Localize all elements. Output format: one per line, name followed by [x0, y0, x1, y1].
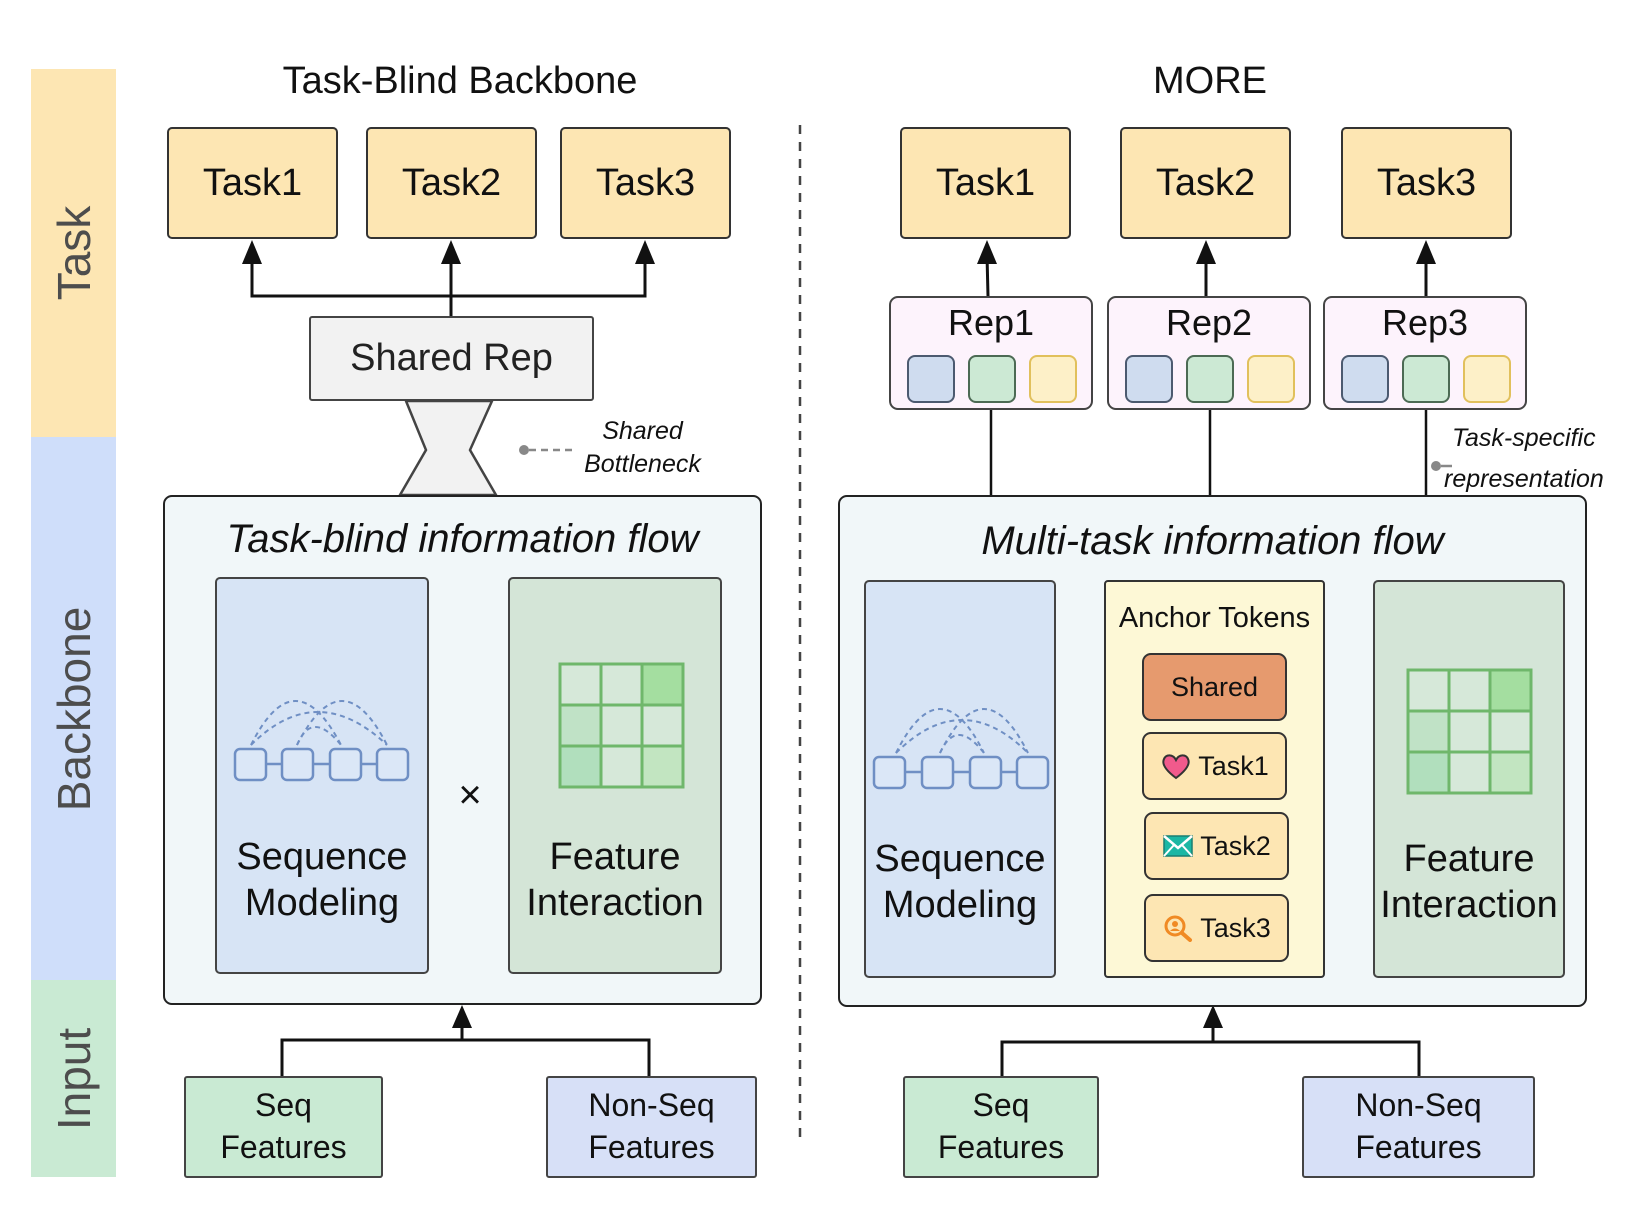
rep2-shared-slot — [1125, 355, 1173, 403]
rep1-box: Rep1 — [889, 296, 1093, 410]
token-task2-label: Task2 — [1200, 830, 1271, 861]
right-nonseq-features-line1: Non-Seq — [1355, 1087, 1482, 1124]
left-task-arrowheads — [242, 240, 655, 264]
rep-note-dot — [1431, 461, 1441, 471]
rep1-shared-slot — [907, 355, 955, 403]
right-input-connectors — [1000, 1020, 1421, 1076]
left-seq-features-line1: Seq — [255, 1087, 312, 1124]
right-nonseq-features-box: Non-Seq Features — [1302, 1076, 1535, 1178]
left-seq-features-line2: Features — [220, 1129, 347, 1165]
right-feature-panel: Feature Interaction — [1373, 580, 1565, 978]
left-feature-panel: Feature Interaction — [508, 577, 722, 974]
rep2-label: Rep2 — [1165, 302, 1253, 343]
shared-rep-box: Shared Rep — [309, 316, 594, 401]
heart-icon — [1162, 754, 1190, 780]
bottleneck-note-line1: Shared — [602, 417, 683, 445]
left-sequence-line2: Modeling — [244, 882, 400, 925]
right-sequence-line1: Sequence — [874, 838, 1046, 880]
left-sequence-line1: Sequence — [236, 836, 408, 878]
right-task3-box: Task3 — [1341, 127, 1512, 239]
right-flow-title: Multi-task information flow — [981, 519, 1444, 563]
token-shared-label: Shared — [1170, 671, 1259, 702]
rep-note: Task-specific representation — [1440, 418, 1630, 501]
token-shared: Shared — [1142, 653, 1287, 721]
left-feature-line1: Feature — [549, 836, 681, 878]
rep3-shared-slot — [1341, 355, 1389, 403]
sequence-icon — [872, 708, 1050, 790]
left-section-title: Task-Blind Backbone — [282, 60, 638, 102]
left-task1-box: Task1 — [167, 127, 338, 239]
rep-note-line2: representation — [1444, 465, 1604, 494]
rep-note-line1: Task-specific — [1452, 424, 1596, 452]
left-input-connectors — [280, 1020, 651, 1076]
right-feature-line2: Interaction — [1380, 884, 1558, 927]
left-nonseq-features-line2: Features — [588, 1129, 715, 1165]
left-sequence-panel: Sequence Modeling — [215, 577, 429, 974]
token-task2: Task2 — [1144, 812, 1289, 880]
right-seq-features-line2: Features — [937, 1129, 1065, 1165]
right-task2-box: Task2 — [1120, 127, 1291, 239]
sequence-icon — [233, 700, 410, 782]
left-task3-box: Task3 — [560, 127, 731, 239]
right-sequence-label: Sequence Modeling — [856, 836, 1064, 929]
right-seq-features-line1: Seq — [972, 1087, 1030, 1124]
token-task3-label: Task3 — [1200, 912, 1271, 943]
right-nonseq-features-line2: Features — [1355, 1129, 1482, 1165]
left-sequence-label: Sequence Modeling — [207, 834, 437, 927]
rep2-anchor-slot — [1247, 355, 1295, 403]
bottleneck-note: Shared Bottleneck — [560, 415, 725, 480]
feature-grid-icon — [1406, 668, 1533, 795]
rep3-box: Rep3 — [1323, 296, 1527, 410]
left-feature-line2: Interaction — [526, 882, 704, 925]
rep3-label: Rep3 — [1381, 302, 1469, 343]
anchor-tokens-title: Anchor Tokens — [1118, 602, 1311, 634]
bottleneck-note-line2: Bottleneck — [584, 449, 701, 478]
left-seq-features-box: Seq Features — [184, 1076, 383, 1178]
task-band: Task — [31, 69, 116, 437]
left-flow-title: Task-blind information flow — [226, 517, 699, 561]
rep3-anchor-slot — [1463, 355, 1511, 403]
right-seq-features-box: Seq Features — [903, 1076, 1099, 1178]
right-sequence-panel: Sequence Modeling — [864, 580, 1056, 978]
right-rep-connectors — [989, 410, 1428, 496]
shared-bottleneck-shape — [397, 399, 499, 497]
anchor-tokens-panel: Anchor Tokens Shared Task1 Task2 Task3 — [1104, 580, 1325, 978]
right-feature-label: Feature Interaction — [1365, 836, 1573, 929]
token-task1: Task1 — [1142, 732, 1287, 800]
rep2-box: Rep2 — [1107, 296, 1311, 410]
left-feature-label: Feature Interaction — [500, 834, 730, 927]
left-nonseq-features-box: Non-Seq Features — [546, 1076, 757, 1178]
feature-grid-icon — [558, 662, 685, 789]
token-task1-label: Task1 — [1198, 750, 1269, 781]
rep1-anchor-slot — [1029, 355, 1077, 403]
right-sequence-line2: Modeling — [882, 884, 1038, 927]
magnifier-icon — [1164, 915, 1193, 942]
right-task1-box: Task1 — [900, 127, 1071, 239]
rep1-feature-slot — [968, 355, 1016, 403]
backbone-band: Backbone — [31, 437, 116, 980]
right-feature-line1: Feature — [1403, 838, 1535, 880]
left-task2-box: Task2 — [366, 127, 537, 239]
right-section-title: MORE — [1153, 60, 1267, 102]
envelope-icon — [1163, 835, 1194, 857]
left-nonseq-features-line1: Non-Seq — [588, 1087, 715, 1124]
token-task3: Task3 — [1144, 894, 1289, 962]
input-band: Input — [31, 980, 116, 1177]
right-task-arrowheads — [977, 240, 1436, 264]
rep2-feature-slot — [1186, 355, 1234, 403]
rep3-feature-slot — [1402, 355, 1450, 403]
times-symbol: × — [458, 772, 482, 817]
bottleneck-note-dot — [519, 445, 529, 455]
left-task-connectors — [250, 255, 647, 316]
rep1-label: Rep1 — [947, 302, 1035, 343]
